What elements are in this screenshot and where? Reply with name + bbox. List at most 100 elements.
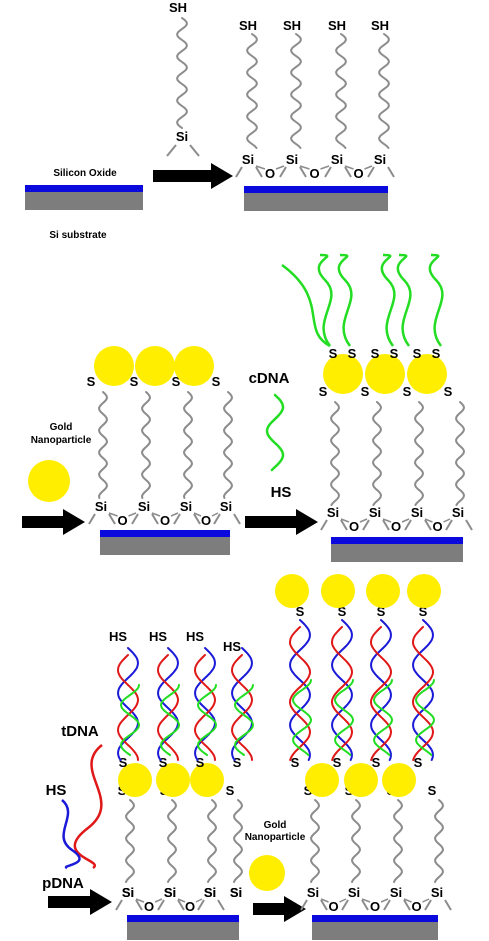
panel1-o-label-2: O [353,166,363,181]
panel2-s-label-1: S [130,374,139,389]
panel2r-s-label-1: S [361,384,370,399]
free-silane-leg-right [189,144,200,157]
panel1-sh-label-1: SH [283,18,301,33]
panel3r-si-label-0: Si [307,885,319,900]
panel3r-upper-s-label-2: S [372,755,381,770]
panel3-chain-1 [166,799,178,883]
panel1-si-leg-right-0 [255,166,263,178]
pdna-label: pDNA [42,875,84,892]
panel1-si-leg-left-0 [235,166,243,178]
panel2-chain-0 [97,391,109,499]
panel2r-s-label-0: S [319,384,328,399]
panel3r-gold-nanoparticle-1 [344,763,378,797]
panel1-si-leg-right-3 [387,166,395,178]
panel3-bond-a-0 [135,898,145,903]
panel2r-top-s-left-0: S [329,346,338,361]
panel3r-pdna-3 [412,619,434,761]
panel3-free-gold-nanoparticle [249,855,285,891]
panel2r-si-label-1: Si [369,505,381,520]
panel1-si-label-0: Si [242,152,254,167]
panel3r-bond-a-0 [320,898,329,903]
panel2r-cdna-strand-1 [337,253,353,347]
panel3-upper-s-label-0: S [119,755,128,770]
panel3r-pdna-2 [370,619,392,761]
panel3-si-leg-left-0 [115,899,123,911]
panel2r-cdna-strand-2 [380,253,396,347]
panel2-bond-a-0 [108,512,118,517]
panel1-bond-a-0 [255,165,266,170]
free-cdna-strand [265,393,285,472]
panel3-cdna-0 [119,684,141,756]
panel2r-gold-nanoparticle-0 [323,354,363,394]
panel3-substrate-oxide-layer [127,915,239,922]
panel2-s-label-0: S [87,374,96,389]
panel3r-bond-a-2 [403,898,412,903]
panel2r-si-leg-right-0 [340,519,348,531]
panel3-chain-0 [124,799,136,883]
panel3-si-label-2: Si [204,885,216,900]
panel3r-tdna-0 [288,626,312,761]
panel3r-bond-a-1 [361,898,371,903]
arrow-gold-label [253,896,306,922]
panel2r-top-s-left-1: S [371,346,380,361]
arrow-hybridize [48,889,112,915]
panel2r-chain-0 [330,401,341,506]
free-pdna-strand [61,799,81,870]
panel1-chain-1 [290,33,302,149]
panel2-si-leg-left-1 [131,513,139,525]
panel3-si-label-extra: Si [230,885,242,900]
panel3-si-leg-left-2 [197,899,205,911]
panel1-o-label-0: O [265,166,275,181]
panel2-substrate-oxide-layer [100,530,230,537]
panel2r-chain-2 [414,401,425,506]
panel2r-top-s-left-2: S [413,346,422,361]
panel3-tdna-3 [230,654,254,761]
free-silane-leg-left [166,144,177,157]
panel2r-cdna-strand-leftmost [281,263,331,348]
panel1-si-leg-left-3 [367,166,375,178]
panel3r-si-leg-right-3 [444,899,452,911]
panel3-gold-label-line2: Nanoparticle [245,832,306,843]
panel3r-gold-nanoparticle-2 [382,763,416,797]
tdna-label: tDNA [61,723,99,740]
panel2-bond-b-0 [128,512,137,517]
panel2r-si-label-2: Si [411,505,423,520]
panel3-hs-label-0: HS [109,629,127,644]
panel1-chain-2 [335,33,347,149]
panel2r-si-leg-left-1 [362,519,370,531]
panel3r-bond-b-1 [380,898,389,903]
panel3-o-label-0: O [144,899,154,914]
panel3r-s-label-3: S [428,783,437,798]
panel3r-cdna-3 [414,679,436,756]
panel2r-si-leg-left-0 [320,519,328,531]
panel3r-top-s-label-1: S [338,604,347,619]
panel3-substrate-si-layer [127,922,239,940]
panel2r-top-s-right-0: S [348,346,357,361]
panel3r-chain-2 [392,799,404,883]
panel1-si-leg-left-2 [324,166,332,178]
panel1-si-leg-left-1 [279,166,287,178]
panel3-hs-label-1: HS [149,629,167,644]
panel3r-bond-b-2 [422,898,430,903]
free-cdna-hs-label: HS [271,484,292,501]
panel3r-s-label-0: S [304,783,313,798]
panel3-si-label-0: Si [122,885,134,900]
panel3-gold-label-line1: Gold [264,820,287,831]
panel1-substrate-oxide-layer [25,185,143,192]
panel1-sh-label-0: SH [239,18,257,33]
panel1-sh-label-2: SH [328,18,346,33]
panel1-si-label-1: Si [286,152,298,167]
panel3-hs-label-3: HS [223,639,241,654]
panel1-si-label-2: Si [331,152,343,167]
panel2-result-substrate-si-layer [331,544,463,562]
panel2r-bond-b-1 [401,518,410,523]
panel3r-cdna-1 [333,679,355,756]
panel3r-bond-b-0 [339,898,347,903]
panel2-si-leg-left-0 [88,513,96,525]
panel1-si-label-3: Si [374,152,386,167]
panel3r-top-gold-nanoparticle-2 [366,574,400,608]
panel2-gold-nanoparticle-2 [174,346,214,386]
panel2-gold-nanoparticle-0 [94,346,134,386]
panel3r-top-gold-nanoparticle-1 [321,574,355,608]
panel1-bond-b-0 [275,165,285,170]
